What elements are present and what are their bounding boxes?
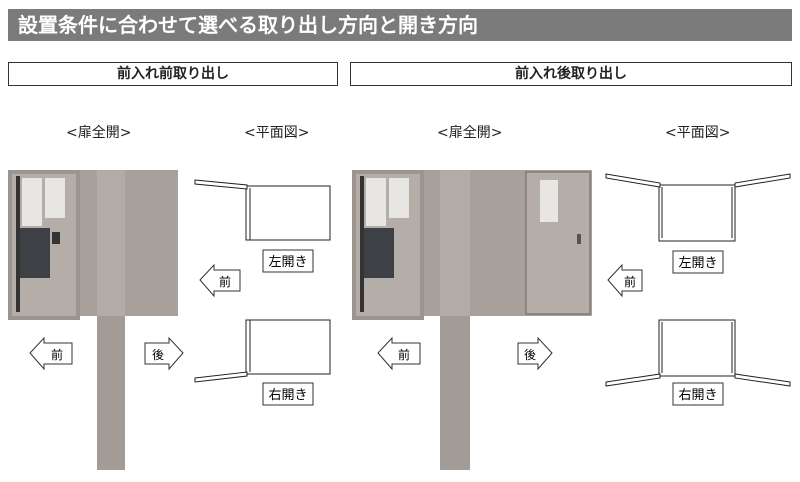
plan-right-open [605, 319, 791, 387]
svg-text:右開き: 右開き [268, 388, 307, 403]
svg-text:前: 前 [624, 274, 636, 289]
plan-left-open [605, 173, 791, 242]
arrow-front-icon: 前 [199, 263, 241, 298]
label-right-open: 右開き [262, 382, 314, 406]
svg-text:右開き: 右開き [678, 388, 717, 403]
plan-right-open [194, 319, 331, 383]
arrow-back-icon: 後 [144, 336, 184, 371]
photo-label: <扉全開> [66, 125, 132, 141]
svg-text:前: 前 [398, 347, 410, 362]
arrow-front-icon: 前 [377, 336, 421, 371]
arrow-front-icon: 前 [29, 336, 73, 371]
section-heading-front: 前入れ前取り出し [8, 62, 338, 86]
arrow-front-icon: 前 [607, 263, 643, 298]
label-right-open: 右開き [672, 382, 724, 406]
svg-text:後: 後 [524, 348, 536, 362]
svg-text:前: 前 [51, 347, 63, 362]
svg-text:前: 前 [219, 274, 231, 289]
mailbox-illustration-rear [352, 170, 592, 470]
svg-text:左開き: 左開き [268, 255, 307, 270]
label-left-open: 左開き [262, 249, 314, 273]
section-heading-rear: 前入れ後取り出し [350, 62, 792, 86]
photo-label: <扉全開> [437, 125, 503, 141]
svg-text:後: 後 [152, 348, 164, 362]
plan-label: <平面図> [665, 125, 731, 141]
mailbox-illustration-front [8, 170, 178, 470]
svg-text:左開き: 左開き [678, 256, 717, 271]
plan-label: <平面図> [244, 125, 310, 141]
page-title: 設置条件に合わせて選べる取り出し方向と開き方向 [8, 9, 792, 41]
label-left-open: 左開き [672, 250, 724, 274]
plan-left-open [194, 179, 331, 241]
arrow-back-icon: 後 [517, 336, 553, 371]
